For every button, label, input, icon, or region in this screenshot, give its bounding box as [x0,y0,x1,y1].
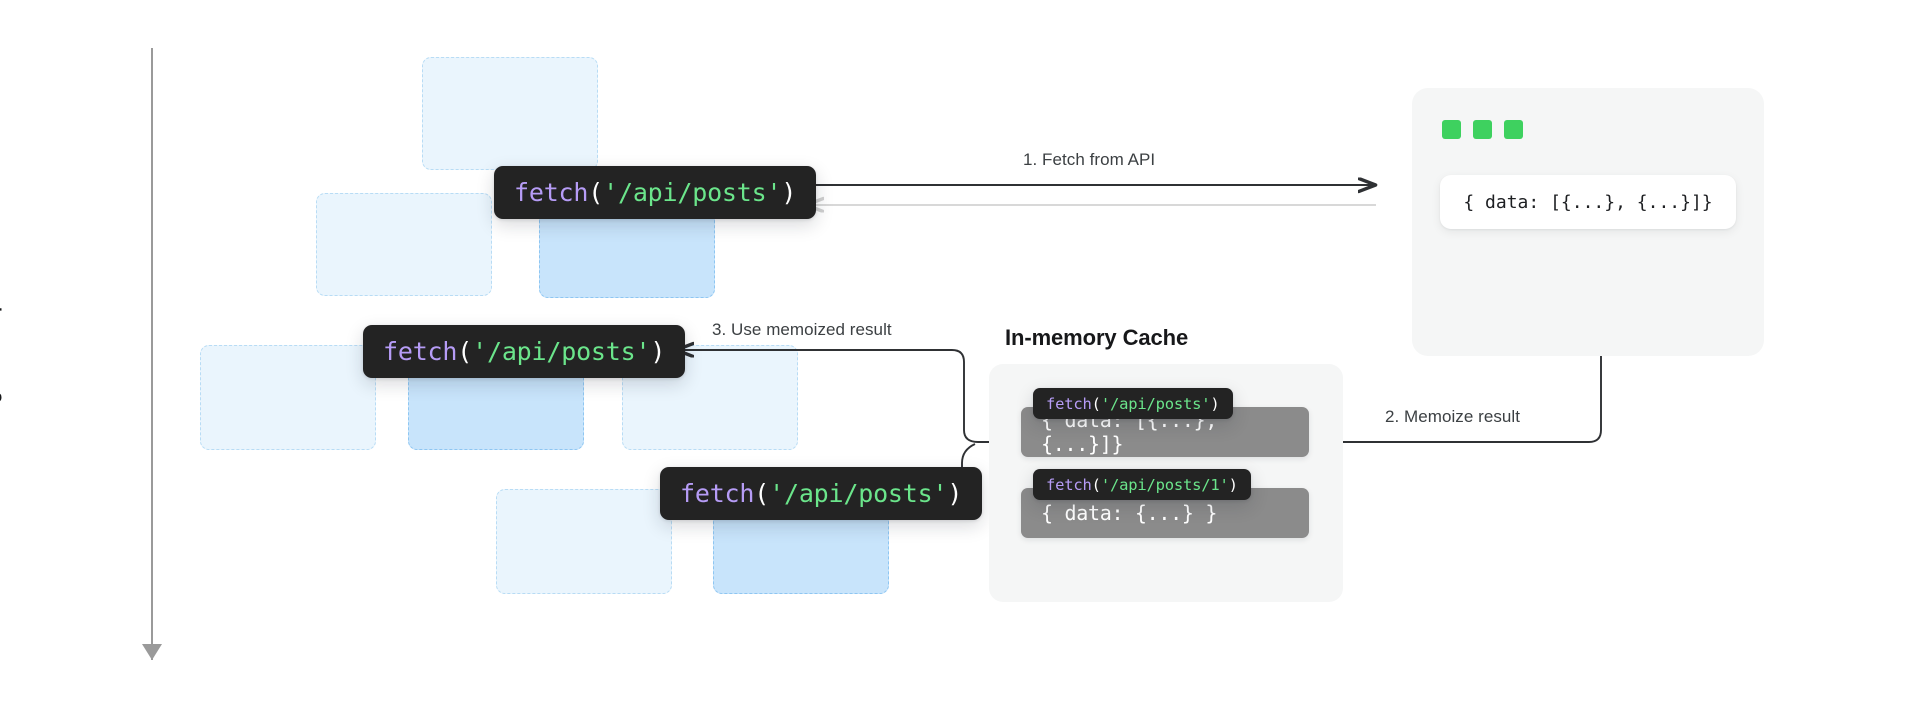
fetch-badge-1[interactable]: fetch('/api/posts') [494,166,817,219]
green-square-icon [1473,120,1492,139]
fetch-arg: '/api/posts' [472,337,651,366]
fetch-arg: '/api/posts' [603,178,782,207]
fetch-badge-2[interactable]: fetch('/api/posts') [363,325,686,378]
fetch-fn-name: fetch [1046,475,1092,494]
open-paren: ( [588,178,604,207]
fetch-badge-3[interactable]: fetch('/api/posts') [660,467,983,520]
fetch-fn-name: fetch [383,337,458,366]
step-3-label: 3. Use memoized result [712,320,892,339]
green-square-icon [1442,120,1461,139]
close-paren: ) [650,337,666,366]
render-pass-axis-line [151,48,153,660]
cache-entry-value: { data: [{...}, {...}]} [1021,407,1309,457]
api-server-panel: { data: [{...}, {...}]} [1412,88,1764,356]
green-square-icon [1504,120,1523,139]
open-paren: ( [754,479,770,508]
step-2-label: 2. Memoize result [1385,407,1521,426]
step-1-label: 1. Fetch from API [1023,150,1156,169]
fetch-arg: '/api/posts' [769,479,948,508]
skeleton-block [422,57,598,170]
fetch-arg: '/api/posts/1' [1100,475,1229,494]
skeleton-block [200,345,376,450]
skeleton-block [316,193,492,296]
close-paren: ) [947,479,963,508]
open-paren: ( [457,337,473,366]
cache-entry-key: fetch('/api/posts') [1033,388,1233,419]
close-paren: ) [1228,475,1238,494]
in-memory-cache-panel: { data: [{...}, {...}]} fetch('/api/post… [989,364,1343,602]
cache-entry-key: fetch('/api/posts/1') [1033,469,1251,500]
skeleton-block [496,489,672,594]
render-pass-arrow-icon [142,644,162,660]
window-dots [1442,120,1523,139]
render-pass-label: Single render pass [0,271,2,430]
fetch-fn-name: fetch [1046,394,1092,413]
close-paren: ) [1210,394,1220,413]
open-paren: ( [1091,394,1101,413]
api-response-card: { data: [{...}, {...}]} [1440,175,1736,229]
close-paren: ) [781,178,797,207]
fetch-fn-name: fetch [514,178,589,207]
cache-title: In-memory Cache [1005,325,1189,350]
fetch-fn-name: fetch [680,479,755,508]
open-paren: ( [1091,475,1101,494]
fetch-arg: '/api/posts' [1100,394,1211,413]
